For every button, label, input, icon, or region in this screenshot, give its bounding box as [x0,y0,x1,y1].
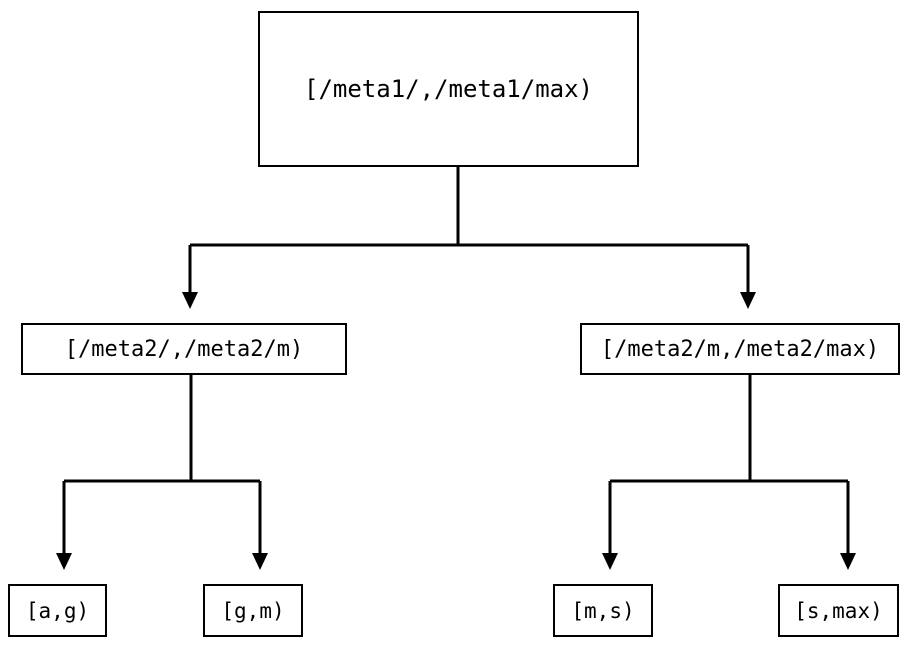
node-mid-left[interactable]: [/meta2/,/meta2/m) [21,323,347,375]
node-leaf-a-g[interactable]: [a,g) [8,584,107,637]
node-leaf-m-s[interactable]: [m,s) [553,584,653,637]
arrowhead-to-leaf-4 [840,553,856,570]
node-leaf-g-m[interactable]: [g,m) [203,584,303,637]
arrowhead-to-leaf-1 [56,553,72,570]
node-mid-right[interactable]: [/meta2/m,/meta2/max) [580,323,900,375]
node-leaf-s-max[interactable]: [s,max) [778,584,899,637]
node-root[interactable]: [/meta1/,/meta1/max) [258,11,639,167]
arrowhead-to-mid-right [740,292,756,309]
arrowhead-to-leaf-3 [602,553,618,570]
arrowhead-to-leaf-2 [252,553,268,570]
arrowhead-to-mid-left [182,292,198,309]
